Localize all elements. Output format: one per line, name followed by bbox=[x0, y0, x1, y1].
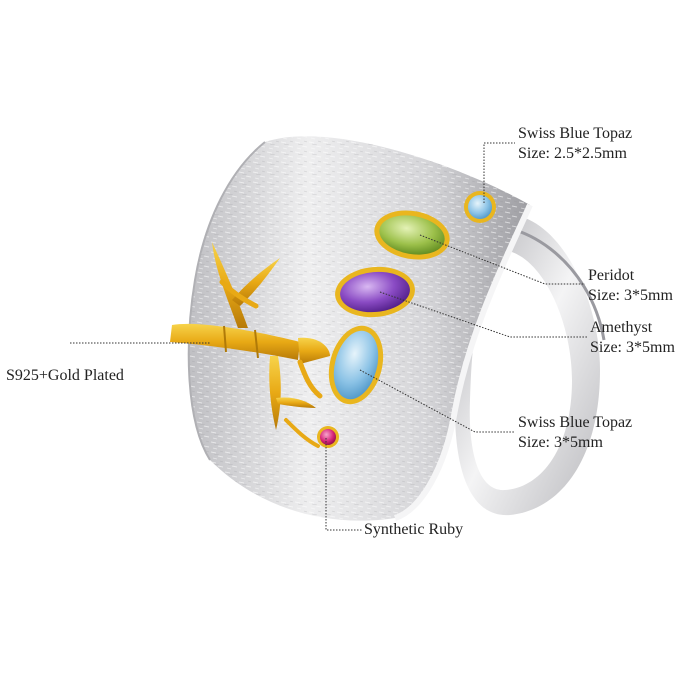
label-name: Swiss Blue Topaz bbox=[518, 125, 633, 142]
peridot-gem bbox=[374, 210, 450, 260]
label-ruby: Synthetic Ruby bbox=[364, 520, 463, 540]
label-name: Swiss Blue Topaz bbox=[518, 414, 633, 431]
synthetic-ruby-gem bbox=[317, 426, 339, 448]
label-size: Size: 3*5mm bbox=[518, 434, 603, 451]
label-peridot: Peridot Size: 3*5mm bbox=[588, 266, 673, 306]
label-metal: S925+Gold Plated bbox=[6, 366, 124, 386]
gold-bamboo bbox=[170, 242, 330, 448]
leader-ruby bbox=[325, 438, 362, 531]
amethyst-gem bbox=[335, 266, 415, 318]
leader-lines bbox=[70, 142, 587, 531]
label-size: Size: 2.5*2.5mm bbox=[518, 145, 627, 162]
label-name: Synthetic Ruby bbox=[364, 521, 464, 538]
leader-swiss-blue-topaz-small bbox=[483, 142, 515, 203]
label-size: Size: 3*5mm bbox=[590, 339, 675, 356]
label-amethyst: Amethyst Size: 3*5mm bbox=[590, 318, 675, 358]
label-name: S925+Gold Plated bbox=[6, 367, 124, 384]
label-swiss-blue-topaz-small: Swiss Blue Topaz Size: 2.5*2.5mm bbox=[518, 124, 632, 164]
swiss-blue-topaz-small-gem bbox=[464, 191, 496, 223]
swiss-blue-topaz-large-gem bbox=[328, 325, 384, 405]
label-name: Peridot bbox=[588, 267, 635, 284]
label-swiss-blue-topaz-large: Swiss Blue Topaz Size: 3*5mm bbox=[518, 413, 632, 453]
label-size: Size: 3*5mm bbox=[588, 287, 673, 304]
label-name: Amethyst bbox=[590, 319, 653, 336]
leader-swiss-blue-topaz-large bbox=[359, 369, 515, 433]
leader-amethyst bbox=[379, 291, 587, 338]
